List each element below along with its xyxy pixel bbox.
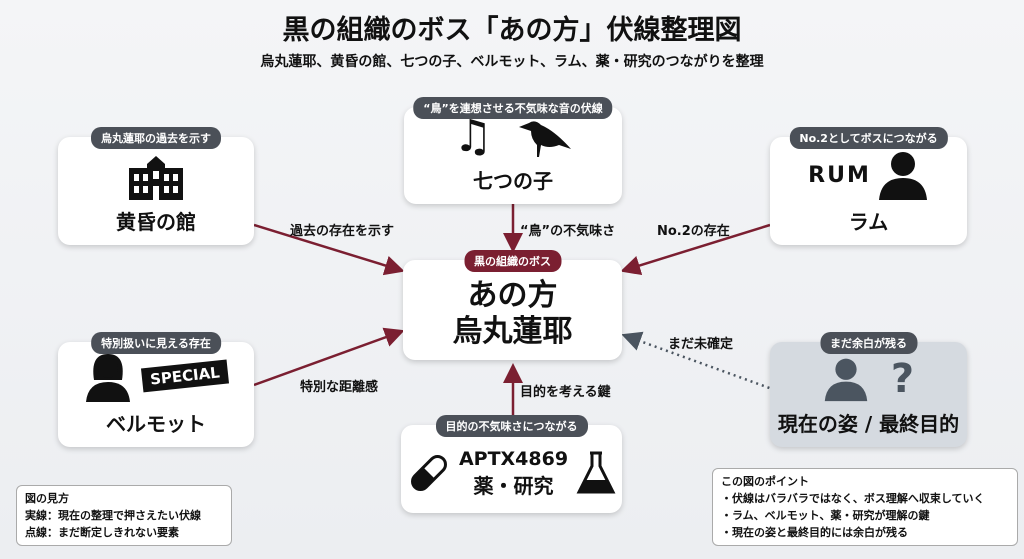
node-tasogare: 烏丸蓮耶の過去を示す 黄昏の館 [58, 127, 254, 245]
edge-label-current: まだ未確定 [668, 337, 734, 352]
page-title: 黒の組織のボス「あの方」伏線整理図 [282, 15, 742, 46]
special-badge: SPECIAL [141, 359, 229, 393]
center-line2: 烏丸蓮耶 [452, 314, 573, 349]
node-tag: まだ余白が残る [820, 332, 917, 354]
edge-rum [620, 223, 771, 276]
node-name: 七つの子 [473, 169, 553, 193]
node-name: ベルモット [106, 412, 206, 436]
crow-icon [518, 121, 571, 157]
points-title: この図のポイント [721, 475, 809, 488]
person-icon [878, 152, 927, 200]
node-vermouth: 特別扱いに見える存在 SPECIAL ベルモット [58, 332, 254, 447]
edge-vermouth [253, 327, 405, 387]
center-line1: あの方 [467, 278, 558, 313]
edge-current-dotted [621, 331, 776, 392]
edge-label-vermouth: 特別な距離感 [300, 380, 379, 395]
node-tag: 特別扱いに見える存在 [91, 332, 221, 354]
mansion-icon [129, 156, 183, 200]
node-rum: No.2としてボスにつながる RUM ラム [770, 127, 967, 245]
legend-box: 図の見方 実線：現在の整理で押さえたい伏線 点線：まだ断定しきれない要素 [16, 485, 232, 546]
points-line: ・伏線はバラバラではなく、ボス理解へ収束していく [721, 492, 985, 505]
points-line: ・現在の姿と最終目的には余白が残る [721, 526, 908, 539]
center-tag: 黒の組織のボス [464, 250, 561, 272]
node-name: 現在の姿 / 最終目的 [777, 412, 960, 436]
legend-line: 点線：まだ断定しきれない要素 [25, 526, 179, 539]
node-tag: No.2としてボスにつながる [789, 127, 948, 149]
drug-code: APTX4869 [458, 447, 569, 470]
node-drug: 目的の不気味さにつながる APTX4869 薬・研究 [401, 415, 622, 513]
node-name: ラム [848, 210, 889, 234]
edge-label-rum: No.2の存在 [657, 224, 730, 239]
points-box: この図のポイント ・伏線はバラバラではなく、ボス理解へ収束していく ・ラム、ベル… [712, 468, 1018, 546]
node-name: 黄昏の館 [116, 210, 196, 234]
node-nanatsu: “鳥”を連想させる不気味な音の伏線 ♫ 七つの子 [404, 97, 622, 204]
node-current: まだ余白が残る ? 現在の姿 / 最終目的 [770, 332, 967, 447]
legend-line: 実線：現在の整理で押さえたい伏線 [25, 509, 201, 522]
edge-label-tasogare: 過去の存在を示す [290, 224, 395, 239]
node-tag: “鳥”を連想させる不気味な音の伏線 [413, 97, 613, 119]
points-line: ・ラム、ベルモット、薬・研究が理解の鍵 [721, 509, 930, 522]
rum-logo: RUM [808, 162, 871, 188]
page-subtitle: 烏丸蓮耶、黄昏の館、七つの子、ベルモット、ラム、薬・研究のつながりを整理 [260, 54, 764, 70]
center-node: 黒の組織のボス あの方 烏丸蓮耶 [403, 250, 622, 360]
node-tag: 目的の不気味さにつながる [435, 415, 588, 437]
question-icon: ? [890, 356, 915, 402]
node-tag: 烏丸蓮耶の過去を示す [91, 127, 221, 149]
edge-label-nanatsu: “鳥”の不気味さ [520, 224, 616, 239]
capsule-icon [410, 455, 447, 491]
edge-tasogare [253, 223, 405, 276]
flask-icon [576, 451, 616, 494]
node-name: 薬・研究 [473, 473, 554, 498]
edge-label-drug: 目的を考える鍵 [520, 385, 611, 400]
legend-title: 図の見方 [25, 492, 69, 505]
person-icon [824, 358, 868, 402]
woman-icon [86, 354, 131, 402]
music-note-icon: ♫ [453, 111, 493, 162]
